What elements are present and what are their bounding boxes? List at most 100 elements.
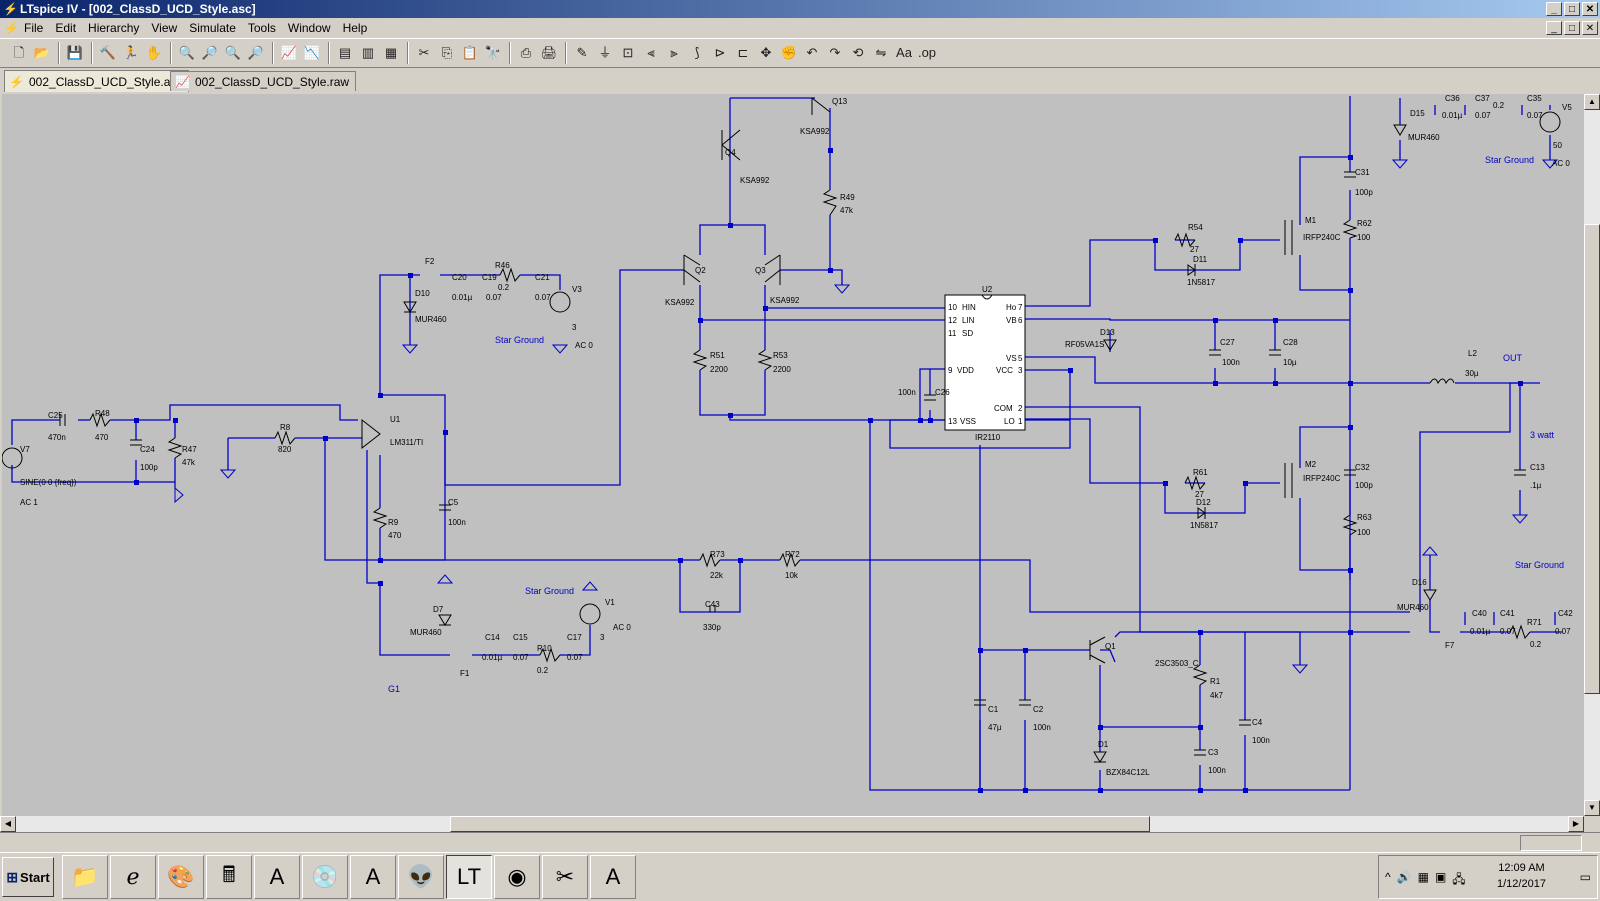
clock[interactable]: 12:09 AM 1/12/2017 — [1497, 860, 1546, 892]
paste-icon[interactable]: 📋 — [461, 45, 479, 60]
c3-capacitor[interactable] — [1194, 749, 1206, 756]
control-panel-icon[interactable]: 🔨 — [99, 45, 117, 60]
u2-ir2110[interactable] — [944, 294, 1026, 431]
find-icon[interactable]: 🔭 — [484, 45, 502, 60]
ie-icon[interactable]: ℯ — [110, 855, 156, 899]
c5-capacitor[interactable] — [439, 504, 451, 511]
volume-icon[interactable]: 🔊 — [1396, 870, 1412, 884]
run-icon[interactable]: 🏃 — [122, 45, 140, 60]
calculator-icon[interactable]: 🖩 — [206, 855, 252, 899]
chrome-icon[interactable]: ◉ — [494, 855, 540, 899]
action-center-icon[interactable]: ▣ — [1434, 870, 1447, 884]
vertical-scroll-thumb[interactable] — [1584, 224, 1600, 694]
r8-resistor[interactable] — [274, 430, 296, 446]
r48-resistor[interactable] — [89, 412, 111, 428]
q3-transistor[interactable] — [764, 254, 781, 285]
minimize-button[interactable]: _ — [1546, 2, 1562, 16]
r72-resistor[interactable] — [779, 552, 801, 568]
menu-file[interactable]: File — [24, 21, 44, 35]
maximize-button[interactable]: □ — [1564, 2, 1580, 16]
resistor-icon[interactable]: ⫷ — [647, 45, 655, 60]
r46-resistor[interactable] — [499, 267, 521, 283]
m1-mosfet[interactable] — [1284, 220, 1293, 255]
r1-resistor[interactable] — [1192, 664, 1208, 686]
d15-diode[interactable] — [1393, 124, 1407, 136]
network-icon[interactable]: ▭ — [1579, 870, 1591, 884]
v5-source[interactable] — [1539, 111, 1561, 133]
undo-icon[interactable]: ↶ — [806, 45, 818, 60]
q2-transistor[interactable] — [683, 254, 701, 285]
menu-hierarchy[interactable]: Hierarchy — [88, 21, 140, 35]
m2-mosfet[interactable] — [1284, 463, 1293, 498]
tray-app-icon[interactable]: ▦ — [1417, 870, 1429, 884]
r73-resistor[interactable] — [699, 552, 721, 568]
redo-icon[interactable]: ↷ — [829, 45, 841, 60]
c32-capacitor[interactable] — [1344, 469, 1356, 476]
v3-source[interactable] — [549, 291, 571, 313]
doc-close-button[interactable]: ✕ — [1582, 21, 1598, 35]
schematic-canvas[interactable]: V7 SINE(0 0 {freq}) AC 1 C25 470n R48 47… — [2, 94, 1584, 816]
tab-schematic[interactable]: ⚡ 002_ClassD_UCD_Style.asc — [4, 70, 190, 92]
c1-capacitor[interactable] — [974, 699, 986, 706]
r71-resistor[interactable] — [1509, 624, 1531, 640]
print-icon[interactable]: 🖨 — [540, 45, 558, 60]
menu-view[interactable]: View — [151, 21, 178, 35]
c31-capacitor[interactable] — [1344, 171, 1356, 178]
document-icon[interactable]: ⚡ — [4, 21, 19, 35]
l2-inductor[interactable] — [1429, 378, 1455, 385]
r49-resistor[interactable] — [822, 189, 838, 216]
c2-capacitor[interactable] — [1019, 699, 1031, 706]
cut-icon[interactable]: ✂ — [418, 45, 430, 60]
copy-icon[interactable]: ⎘ — [441, 45, 453, 60]
menu-simulate[interactable]: Simulate — [189, 21, 236, 35]
tile-vertical-icon[interactable]: ▥ — [361, 45, 375, 60]
halt-icon[interactable]: ✋ — [145, 45, 163, 60]
cascade-icon[interactable]: ▦ — [384, 45, 398, 60]
capacitor-icon[interactable]: ⫸ — [670, 45, 678, 60]
new-schematic-icon[interactable]: 🗋 — [13, 45, 25, 60]
component-icon[interactable]: ⊏ — [737, 45, 749, 60]
diode-icon[interactable]: ⊳ — [714, 45, 726, 60]
pan-icon[interactable]: 🔎 — [201, 45, 219, 60]
d1-diode[interactable] — [1093, 751, 1107, 763]
r9-resistor[interactable] — [372, 507, 388, 529]
q1-transistor[interactable] — [1089, 636, 1106, 664]
doc-minimize-button[interactable]: _ — [1546, 21, 1562, 35]
acrobat-icon[interactable]: A — [590, 855, 636, 899]
draw-wire-icon[interactable]: ✎ — [576, 45, 588, 60]
d10-diode[interactable] — [403, 301, 417, 313]
ltspice-icon[interactable]: ⚡ — [3, 2, 18, 16]
zoom-out-icon[interactable]: 🔍 — [224, 45, 242, 60]
c25-capacitor[interactable] — [59, 414, 66, 426]
q13-transistor[interactable] — [811, 97, 831, 115]
print-setup-icon[interactable]: ⎙ — [520, 45, 532, 60]
c13-capacitor[interactable] — [1514, 469, 1526, 476]
tile-horizontal-icon[interactable]: ▤ — [338, 45, 352, 60]
save-icon[interactable]: 💾 — [66, 45, 84, 60]
rotate-icon[interactable]: ⟲ — [852, 45, 864, 60]
label-net-icon[interactable]: ⊡ — [622, 45, 634, 60]
r63-resistor[interactable] — [1342, 514, 1358, 536]
v7-source[interactable] — [2, 447, 23, 469]
alien-icon[interactable]: 👽 — [398, 855, 444, 899]
menu-edit[interactable]: Edit — [55, 21, 77, 35]
scroll-right-button[interactable]: ▶ — [1568, 816, 1584, 832]
drag-icon[interactable]: ✊ — [780, 45, 798, 60]
c24-capacitor[interactable] — [130, 439, 142, 446]
tab-waveform[interactable]: 📈 002_ClassD_UCD_Style.raw — [170, 71, 357, 91]
zoom-fit-icon[interactable]: 🔎 — [247, 45, 265, 60]
d13-diode[interactable] — [1103, 339, 1117, 351]
scroll-down-button[interactable]: ▼ — [1584, 800, 1600, 816]
autoscale-icon[interactable]: 📈 — [280, 45, 298, 60]
c4-capacitor[interactable] — [1239, 719, 1251, 726]
c26-capacitor[interactable] — [924, 394, 936, 401]
d7-diode[interactable] — [438, 614, 452, 626]
r53-resistor[interactable] — [757, 349, 773, 371]
vertical-scrollbar[interactable]: ▲ ▼ — [1584, 94, 1600, 816]
a15-icon[interactable]: A — [350, 855, 396, 899]
scroll-up-button[interactable]: ▲ — [1584, 94, 1600, 110]
r47-resistor[interactable] — [167, 437, 183, 459]
network-tray-icon[interactable]: 🖧 — [1452, 872, 1466, 886]
ltspice-task-icon[interactable]: LT — [446, 855, 492, 899]
inductor-icon[interactable]: ⟆ — [694, 45, 700, 60]
